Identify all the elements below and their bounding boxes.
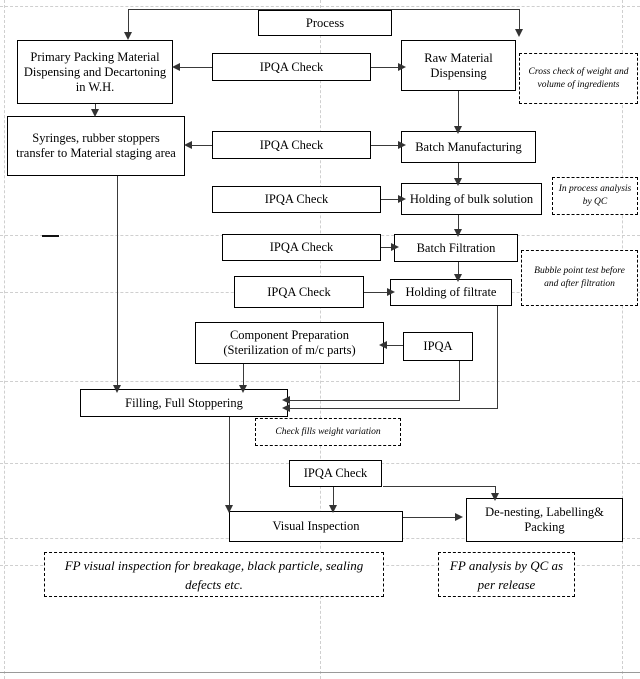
connector-batchmfg-to-holdingbulk	[458, 163, 460, 183]
arrowhead-filtrate-to-filling	[282, 403, 290, 412]
note-fp-analysis-by-qc: FP analysis by QC as per release	[438, 552, 575, 597]
arrowhead-ipqa5-to-filtrate	[387, 287, 395, 296]
node-ipqa[interactable]: IPQA	[403, 332, 473, 361]
node-filling-full-stoppering[interactable]: Filling, Full Stoppering	[80, 389, 288, 417]
node-raw-material-dispensing[interactable]: Raw Material Dispensing	[401, 40, 516, 91]
arrowhead-holdingbulk-to-filtration	[453, 229, 462, 237]
connector-primary-to-syringes	[95, 104, 97, 112]
connector-ipqa2-to-batchmfg	[371, 145, 401, 147]
page-guide-left	[4, 0, 5, 679]
connector-ipqa6-to-denesting	[383, 486, 496, 488]
arrowhead-batchmfg-to-holdingbulk	[453, 178, 462, 186]
connector-ipqa-to-filling	[288, 400, 460, 402]
arrowhead-ipqa-to-component	[379, 340, 387, 349]
node-ipqa-check-5[interactable]: IPQA Check	[234, 276, 364, 308]
note-check-fills-weight-variation: Check fills weight variation	[255, 418, 401, 446]
node-batch-filtration[interactable]: Batch Filtration	[394, 234, 518, 262]
node-holding-filtrate[interactable]: Holding of filtrate	[390, 279, 512, 306]
arrowhead-process-to-raw	[514, 29, 523, 37]
connector-ipqa-drop	[459, 361, 461, 400]
note-in-process-analysis: In process analysis by QC	[552, 177, 638, 215]
arrowhead-visual-to-denesting	[455, 512, 463, 521]
arrowhead-syringes-to-filling	[112, 385, 121, 393]
connector-ipqa6-denesting-drop	[495, 486, 497, 498]
connector-process-to-primary	[128, 9, 130, 34]
connector-filtrate-drop	[497, 306, 499, 408]
connector-ipqa2-to-syringes	[190, 145, 212, 147]
connector-process-bus	[128, 9, 520, 11]
arrowhead-ipqa3-to-holdingbulk	[398, 194, 406, 203]
connector-syringes-to-filling	[117, 176, 119, 390]
node-ipqa-check-1[interactable]: IPQA Check	[212, 53, 371, 81]
node-primary-packing[interactable]: Primary Packing Material Dispensing and …	[17, 40, 173, 104]
connector-ipqa1-to-primary	[178, 67, 212, 69]
node-ipqa-check-2[interactable]: IPQA Check	[212, 131, 371, 159]
connector-ipqa6-to-visual	[333, 487, 335, 511]
connector-ipqa3-to-holdingbulk	[381, 199, 401, 201]
arrowhead-ipqa2-to-batchmfg	[398, 140, 406, 149]
node-denesting-labelling-packing[interactable]: De-nesting, Labelling& Packing	[466, 498, 623, 542]
arrowhead-primary-to-syringes	[90, 109, 99, 117]
arrowhead-raw-to-batchmfg	[453, 126, 462, 134]
connector-ipqa4-to-filtration	[381, 247, 394, 249]
arrowhead-filling-to-visual	[224, 505, 233, 513]
node-component-preparation[interactable]: Component Preparation (Sterilization of …	[195, 322, 384, 364]
arrowhead-ipqa6-to-visual	[328, 505, 337, 513]
arrowhead-ipqa1-to-primary	[172, 62, 180, 71]
page-guide-right	[622, 0, 623, 679]
node-syringes-transfer[interactable]: Syringes, rubber stoppers transfer to Ma…	[7, 116, 185, 176]
arrowhead-ipqa6-to-denesting	[490, 493, 499, 501]
arrowhead-ipqa-to-filling	[282, 395, 290, 404]
node-ipqa-check-6[interactable]: IPQA Check	[289, 460, 382, 487]
connector-visual-to-denesting	[403, 517, 458, 519]
connector-ipqa-to-component	[385, 345, 403, 347]
arrowhead-filtration-to-filtrate	[453, 274, 462, 282]
connector-filtrate-to-filling	[288, 408, 498, 410]
node-ipqa-check-3[interactable]: IPQA Check	[212, 186, 381, 213]
connector-filling-to-visual	[229, 417, 231, 511]
connector-raw-to-batchmfg	[458, 91, 460, 129]
node-ipqa-check-4[interactable]: IPQA Check	[222, 234, 381, 261]
page-guide-row-4	[0, 381, 640, 382]
page-bottom-rule	[0, 672, 640, 673]
connector-ipqa5-to-filtrate	[364, 292, 390, 294]
margin-tick-mark	[42, 235, 59, 237]
arrowhead-ipqa2-to-syringes	[184, 140, 192, 149]
node-batch-manufacturing[interactable]: Batch Manufacturing	[401, 131, 536, 163]
note-fp-visual-inspection: FP visual inspection for breakage, black…	[44, 552, 384, 597]
connector-component-to-filling	[243, 364, 245, 389]
arrowhead-component-to-filling	[238, 385, 247, 393]
arrowhead-process-to-primary	[123, 32, 132, 40]
node-holding-bulk-solution[interactable]: Holding of bulk solution	[401, 183, 542, 215]
arrowhead-ipqa4-to-filtration	[391, 242, 399, 251]
connector-process-to-raw	[519, 9, 521, 31]
connector-ipqa1-to-raw	[371, 67, 401, 69]
node-visual-inspection[interactable]: Visual Inspection	[229, 511, 403, 542]
connector-holdingbulk-to-filtration	[458, 215, 460, 235]
connector-filtration-to-filtrate	[458, 262, 460, 280]
note-bubble-point-test: Bubble point test before and after filtr…	[521, 250, 638, 306]
note-cross-check-weight: Cross check of weight and volume of ingr…	[519, 53, 638, 104]
arrowhead-ipqa1-to-raw	[398, 62, 406, 71]
page-guide-row-1	[0, 6, 640, 7]
node-process[interactable]: Process	[258, 10, 392, 36]
